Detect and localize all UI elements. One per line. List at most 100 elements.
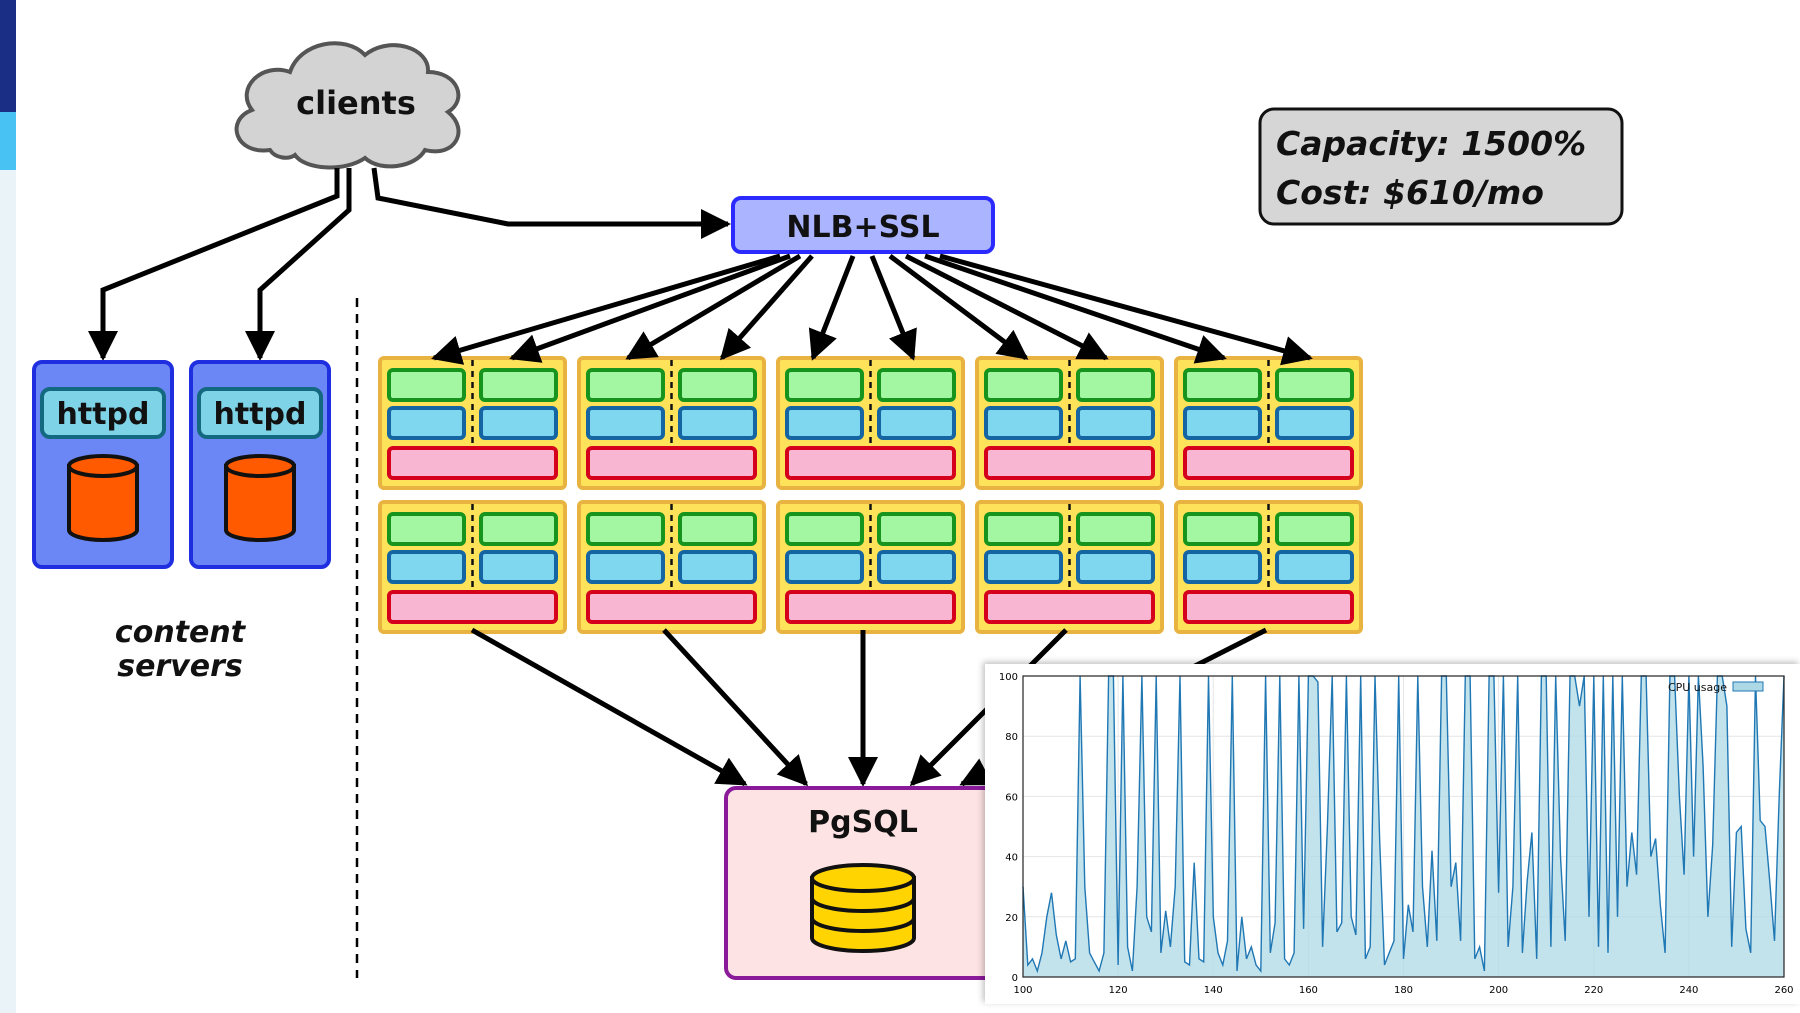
worker-slot-pink [1183, 446, 1354, 480]
worker-slot-blue [586, 406, 665, 440]
cost-stat: Cost: $610/mo [1276, 173, 1544, 212]
nlb-ssl-label: NLB+SSL [786, 210, 939, 245]
y-tick-label: 100 [999, 672, 1018, 683]
worker-slot-green [984, 368, 1063, 402]
httpd-server-2: httpd [189, 360, 331, 569]
accent-bar-pale [0, 170, 16, 1013]
arrow-nlb-worker [888, 254, 1029, 360]
worker-slot-green [479, 512, 558, 546]
worker-slot-blue [479, 550, 558, 584]
worker-slot-pink [984, 446, 1155, 480]
arrow-clients-to-httpd-1 [88, 168, 340, 361]
nlb-ssl-box: NLB+SSL [731, 196, 995, 254]
worker-slot-blue [1183, 550, 1262, 584]
storage-cylinder-icon [224, 454, 296, 542]
capacity-stat: Capacity: 1500% [1276, 124, 1587, 163]
worker-slot-blue [1076, 406, 1155, 440]
worker-slot-green [1183, 368, 1262, 402]
x-tick-label: 160 [1299, 985, 1318, 996]
worker-grid [378, 356, 1363, 634]
worker-slot-blue [785, 406, 864, 440]
httpd-label: httpd [214, 397, 307, 432]
worker-slot-blue [984, 550, 1063, 584]
database-icon [810, 863, 916, 953]
accent-bar-dark [0, 0, 16, 112]
arrow-nlb-worker [904, 253, 1109, 361]
worker-slot-pink [1183, 590, 1354, 624]
worker-slot-pink [785, 590, 956, 624]
arrow-nlb-worker [869, 255, 917, 361]
worker-slot-green [877, 512, 956, 546]
worker-node [1174, 500, 1363, 634]
stats-box [1258, 107, 1624, 226]
worker-slot-green [785, 368, 864, 402]
arrow-nlb-worker [509, 253, 791, 363]
x-tick-label: 260 [1774, 985, 1793, 996]
worker-slot-blue [1183, 406, 1262, 440]
x-tick-label: 140 [1204, 985, 1223, 996]
y-tick-label: 60 [1005, 792, 1018, 803]
worker-slot-green [785, 512, 864, 546]
worker-slot-pink [785, 446, 956, 480]
worker-node [975, 500, 1164, 634]
worker-slot-green [387, 512, 466, 546]
storage-cylinder-icon [67, 454, 139, 542]
worker-slot-pink [387, 446, 558, 480]
arrow-clients-to-nlb [371, 167, 731, 239]
arrow-nlb-worker [924, 253, 1227, 364]
clients-label: clients [296, 84, 416, 122]
worker-slot-green [387, 368, 466, 402]
worker-slot-green [586, 512, 665, 546]
worker-node [975, 356, 1164, 490]
arrow-clients-to-httpd-2 [245, 168, 352, 361]
legend-label: CPU usage [1668, 681, 1727, 694]
x-tick-label: 220 [1584, 985, 1603, 996]
httpd-server-1: httpd [32, 360, 174, 569]
worker-slot-blue [877, 550, 956, 584]
accent-bar-light [0, 112, 16, 170]
arrow-nlb-worker [720, 254, 814, 361]
arrow-worker-db [662, 628, 809, 787]
worker-slot-green [1275, 368, 1354, 402]
worker-slot-pink [586, 590, 757, 624]
chart-frame [1022, 675, 1785, 978]
client-connections [88, 167, 731, 361]
y-tick-label: 0 [1012, 973, 1018, 984]
worker-slot-blue [785, 550, 864, 584]
y-tick-label: 20 [1005, 913, 1018, 924]
worker-slot-blue [479, 406, 558, 440]
legend-swatch [1732, 681, 1764, 692]
arrow-nlb-worker [939, 253, 1313, 366]
content-servers-label-line2: servers [117, 649, 243, 684]
nlb-to-worker-arrows [431, 253, 1313, 366]
worker-slot-blue [1275, 550, 1354, 584]
cpu-usage-area [1023, 676, 1784, 977]
httpd-label: httpd [57, 397, 150, 432]
worker-node [378, 356, 567, 490]
worker-slot-blue [877, 406, 956, 440]
worker-node [378, 500, 567, 634]
clients-cloud: clients [234, 41, 461, 170]
worker-slot-pink [586, 446, 757, 480]
worker-slot-pink [387, 590, 558, 624]
worker-node [577, 356, 766, 490]
arrow-nlb-worker [431, 253, 781, 365]
x-tick-label: 200 [1489, 985, 1508, 996]
content-servers-label-line1: content [115, 615, 247, 650]
chart-legend: CPU usage [1668, 681, 1764, 694]
pgsql-label: PgSQL [808, 805, 918, 840]
worker-slot-blue [1275, 406, 1354, 440]
worker-slot-blue [678, 550, 757, 584]
x-tick-label: 240 [1679, 985, 1698, 996]
y-tick-label: 40 [1005, 853, 1018, 864]
worker-slot-blue [984, 406, 1063, 440]
worker-slot-blue [1076, 550, 1155, 584]
worker-slot-green [678, 368, 757, 402]
x-tick-label: 120 [1109, 985, 1128, 996]
worker-slot-green [1183, 512, 1262, 546]
worker-slot-blue [387, 406, 466, 440]
